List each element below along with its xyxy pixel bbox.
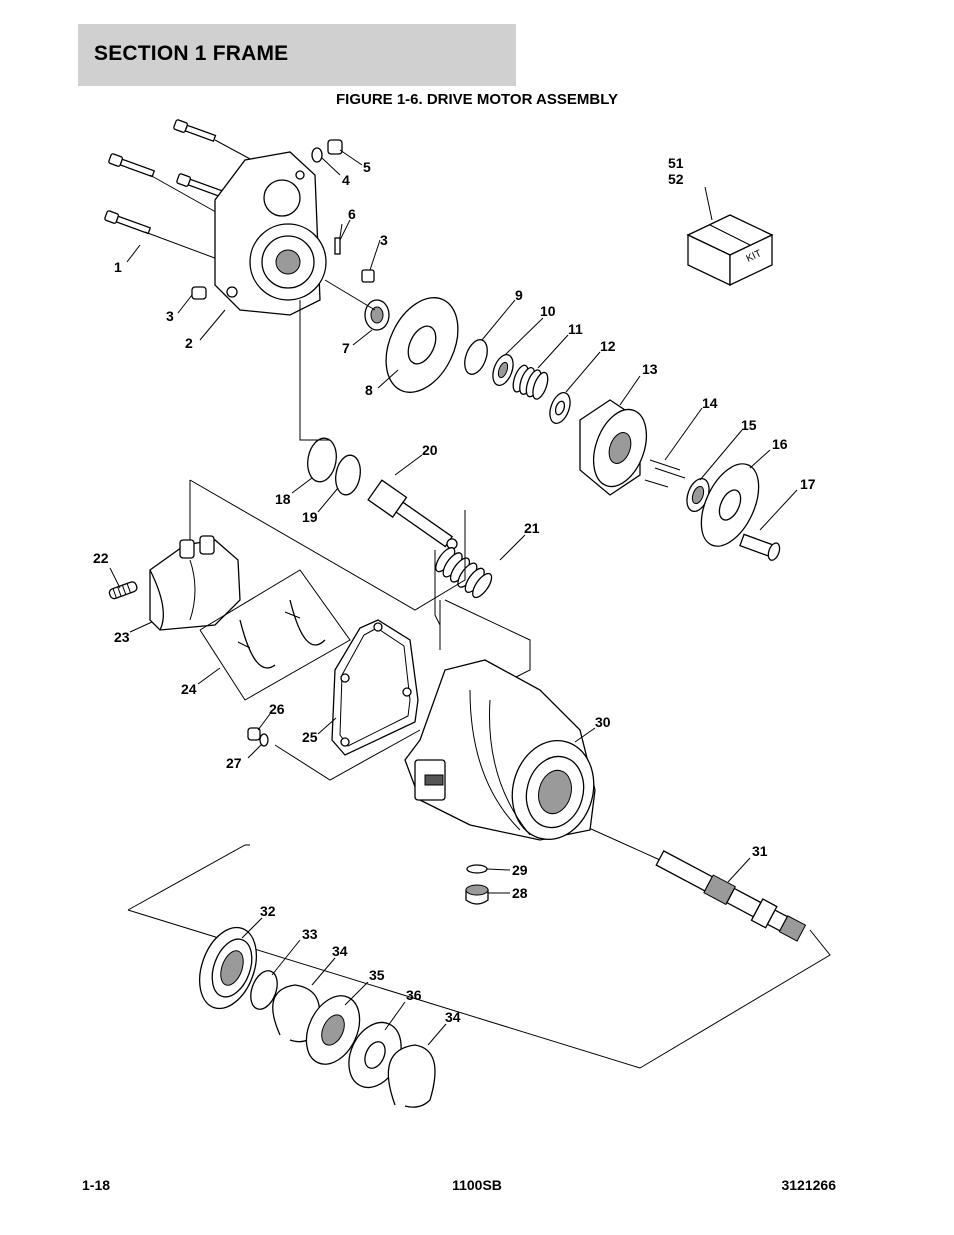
swashplate-group	[108, 535, 351, 701]
callout-11: 11	[568, 321, 583, 337]
document-number: 3121266	[781, 1177, 836, 1193]
callout-6: 6	[348, 206, 356, 222]
callout-7: 7	[342, 340, 350, 356]
output-bearing-group	[199, 926, 436, 1108]
cylinder-block	[579, 399, 648, 496]
callout-33: 33	[302, 926, 318, 942]
callout-5: 5	[363, 159, 371, 175]
callout-25: 25	[302, 729, 318, 745]
callout-12: 12	[600, 338, 616, 354]
callout-27: 27	[226, 755, 242, 771]
callout-34-upper: 34	[332, 943, 348, 959]
drain-plug	[465, 864, 489, 905]
callout-22: 22	[93, 550, 109, 566]
shaft-and-spring	[307, 437, 493, 599]
plugs-and-pins	[191, 139, 375, 300]
section-banner: SECTION 1 FRAME	[78, 24, 516, 86]
callout-35: 35	[369, 967, 385, 983]
callout-2: 2	[185, 335, 193, 351]
kit-box: KIT	[686, 214, 774, 287]
gasket-group	[247, 619, 419, 756]
callout-3-left: 3	[166, 308, 174, 324]
callout-52: 52	[668, 171, 684, 187]
callout-51: 51	[668, 155, 684, 171]
page-number: 1-18	[82, 1177, 111, 1193]
callout-34-lower: 34	[445, 1009, 461, 1025]
callout-15: 15	[741, 417, 757, 433]
callout-32: 32	[260, 903, 276, 919]
end-cover	[214, 151, 327, 316]
callout-13: 13	[642, 361, 658, 377]
callout-4: 4	[342, 172, 350, 188]
bolts	[104, 119, 253, 261]
callout-14: 14	[702, 395, 718, 411]
callout-21: 21	[524, 520, 540, 536]
callout-36: 36	[406, 987, 422, 1003]
callout-16: 16	[772, 436, 788, 452]
callout-3-right: 3	[380, 232, 388, 248]
callout-numbers: 1 2 3 3 4 5 6 7 8 9 10 11 12 13 14 15 16…	[93, 155, 816, 1025]
piston-set	[644, 459, 781, 561]
callout-19: 19	[302, 509, 318, 525]
leader-lines	[109, 149, 798, 1046]
rings-and-spring	[464, 339, 571, 424]
motor-housing	[404, 659, 596, 841]
output-shaft	[655, 850, 807, 942]
callout-9: 9	[515, 287, 523, 303]
figure-title: FIGURE 1-6. DRIVE MOTOR ASSEMBLY	[336, 91, 618, 108]
callout-10: 10	[540, 303, 556, 319]
callout-8: 8	[365, 382, 373, 398]
callout-20: 20	[422, 442, 438, 458]
callout-23: 23	[114, 629, 130, 645]
model-number: 1100SB	[452, 1177, 502, 1193]
bearing-and-valve-plate	[324, 279, 459, 393]
callout-17: 17	[800, 476, 816, 492]
callout-30: 30	[595, 714, 611, 730]
callout-26: 26	[269, 701, 285, 717]
callout-31: 31	[752, 843, 768, 859]
callout-24: 24	[181, 681, 197, 697]
callout-29: 29	[512, 862, 528, 878]
section-title: SECTION 1 FRAME	[94, 42, 289, 65]
callout-28: 28	[512, 885, 528, 901]
callout-1: 1	[114, 259, 122, 275]
callout-18: 18	[275, 491, 291, 507]
